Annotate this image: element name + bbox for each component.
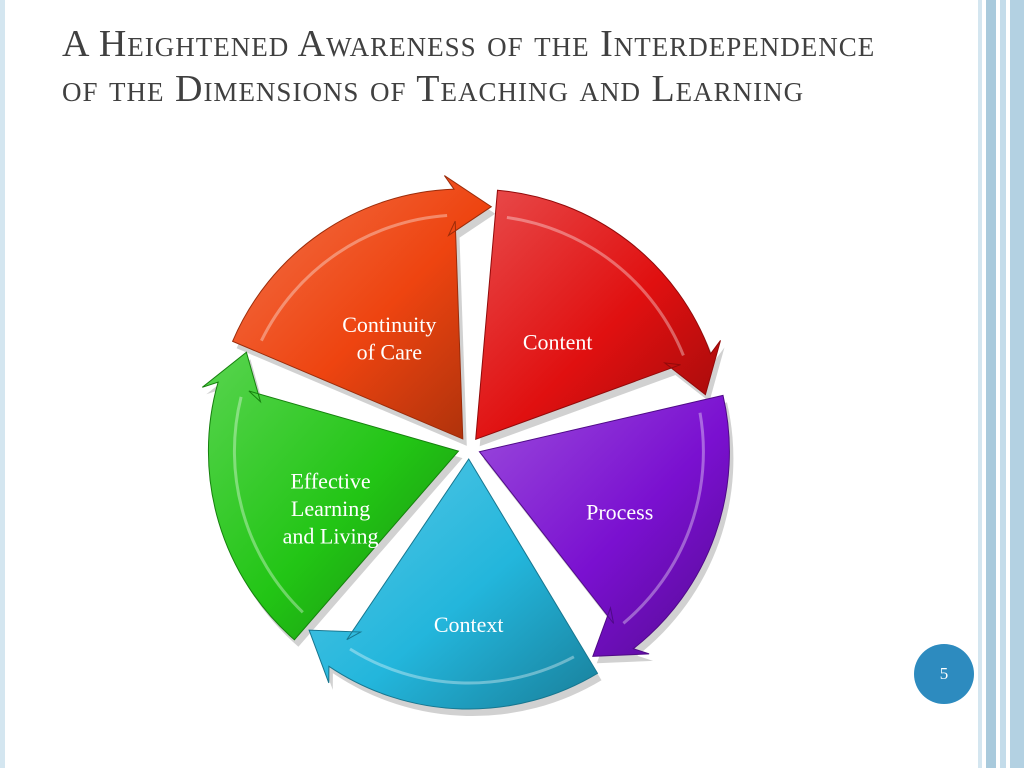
segment-highlight-content [506,216,685,356]
segment-label-line: Content [523,330,593,355]
right-border-strip-3 [1000,0,1006,768]
page-number: 5 [939,664,949,683]
segment-effective-learning-and-living [201,351,460,641]
slide-title: A Heightened Awareness of the Interdepen… [62,23,876,110]
segment-label-line: and Living [283,524,379,549]
segment-continuity-of-care [231,175,493,440]
segment-label-line: Learning [291,496,370,521]
segment-highlight-process [622,412,705,625]
segment-highlight-effective-learning-and-living [232,396,304,614]
segment-label-context: Context [434,612,504,637]
segment-process [478,394,730,657]
segment-content [475,189,721,441]
segment-highlight-continuity-of-care [260,214,448,342]
right-border-strip-4 [1010,0,1024,768]
segment-label-line: Process [586,499,653,524]
right-border-strip-2 [986,0,996,768]
segment-label-continuity-of-care: Continuity of Care [342,312,436,365]
segment-label-line: of Care [357,340,422,365]
segment-highlight-context [349,647,575,685]
right-border-strip-1 [978,0,982,768]
segment-label-line: Context [434,612,504,637]
segment-label-line: Continuity [342,312,436,337]
segment-label-line: Effective [290,469,370,494]
page-number-badge: 5 [914,644,974,704]
segment-label-process: Process [586,499,653,524]
segment-context [308,458,599,710]
left-border-strip [0,0,5,768]
segment-label-content: Content [523,330,593,355]
